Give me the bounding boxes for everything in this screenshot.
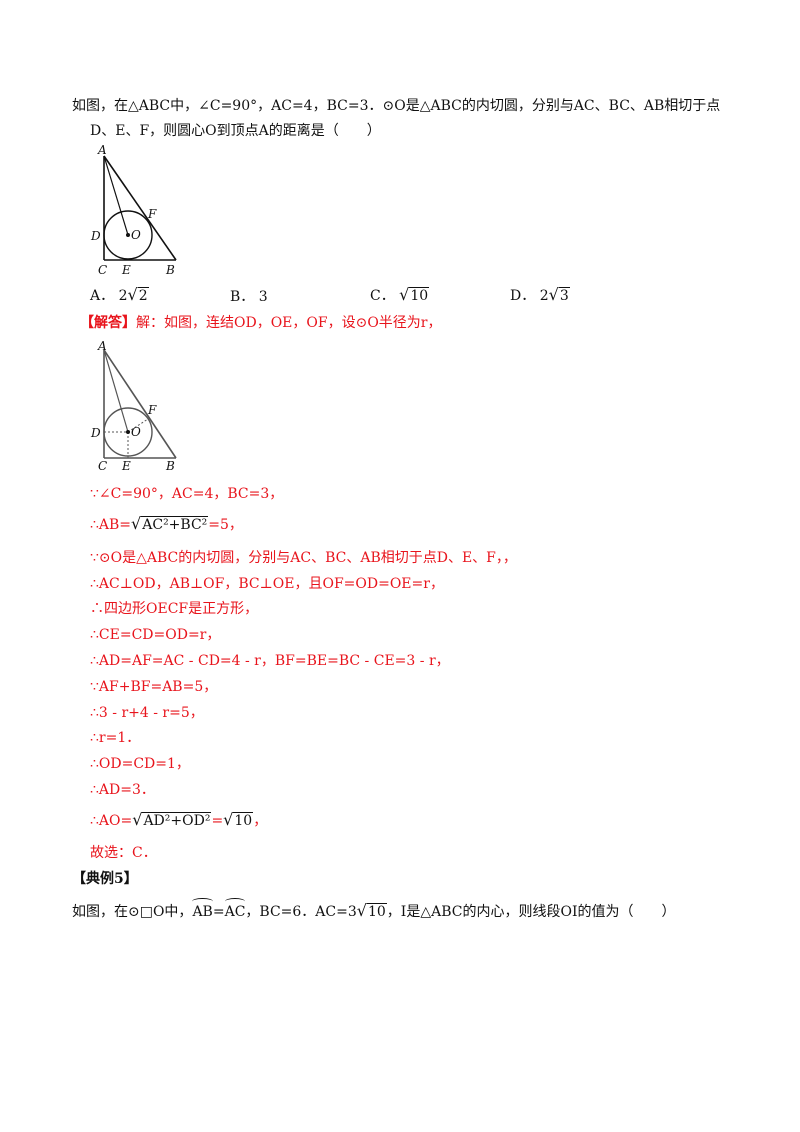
question-line-1: 如图，在△ABC中，∠C=90°，AC=4，BC=3．⊙O是△ABC的内切圆，分… [72,98,721,114]
option-c[interactable]: C． √10 [370,285,430,304]
solution-step-4: ∴AC⊥OD，AB⊥OF，BC⊥OE，且OF=OD=OE=r， [90,576,444,592]
solution-step-3: ∵⊙O是△ABC的内切圆，分别与AC、BC、AB相切于点D、E、F，， [90,550,517,566]
label-d-2: D [90,426,101,440]
example-title: 【典例5】 [72,871,138,887]
solution-intro: 【解答】解：如图，连结OD，OE，OF，设⊙O半径为r， [80,315,442,331]
label-a-2: A [97,340,107,353]
solution-step-12: ∴AD=3． [90,782,155,798]
label-b: B [165,263,175,277]
solution-step-8: ∵AF+BF=AB=5， [90,679,218,695]
solution-step-2: ∴AB=√AC²+BC²=5， [90,514,243,533]
label-d: D [90,229,101,243]
solution-step-1: ∵∠C=90°，AC=4，BC=3， [90,486,284,502]
solution-step-6: ∴CE=CD=OD=r， [90,627,221,643]
option-a[interactable]: A． 2√2 [90,285,149,304]
triangle-figure-1: A D O F C E B [90,143,177,277]
solution-step-13: ∴AO=√AD²+OD²=√10， [90,810,268,829]
solution-step-7: ∴AD=AF=AC - CD=4 - r，BF=BE=BC - CE=3 - r… [90,653,450,669]
option-b[interactable]: B． 3 [230,289,268,305]
option-d[interactable]: D． 2√3 [510,285,570,304]
question-line-2: D、E、F，则圆心O到顶点A的距离是（ ） [90,123,381,139]
example-question: 如图，在⊙□O中，AB=AC，BC=6．AC=3√10，I是△ABC的内心，则线… [72,898,675,922]
label-f: F [147,207,157,221]
label-e-2: E [121,459,131,473]
label-c-2: C [98,459,107,473]
label-a: A [97,143,107,157]
solution-step-9: ∴3 - r+4 - r=5， [90,705,204,721]
label-b-2: B [165,459,175,473]
label-o: O [131,228,141,242]
label-c: C [98,263,107,277]
solution-step-5: ∴四边形OECF是正方形， [90,601,259,617]
label-f-2: F [147,403,157,417]
label-o-2: O [131,425,141,439]
solution-step-11: ∴OD=CD=1， [90,756,190,772]
solution-step-10: ∴r=1． [90,730,141,746]
label-e: E [121,263,131,277]
triangle-figure-2: A D O F C E B [90,340,177,473]
solution-answer: 故选：C． [90,845,157,861]
